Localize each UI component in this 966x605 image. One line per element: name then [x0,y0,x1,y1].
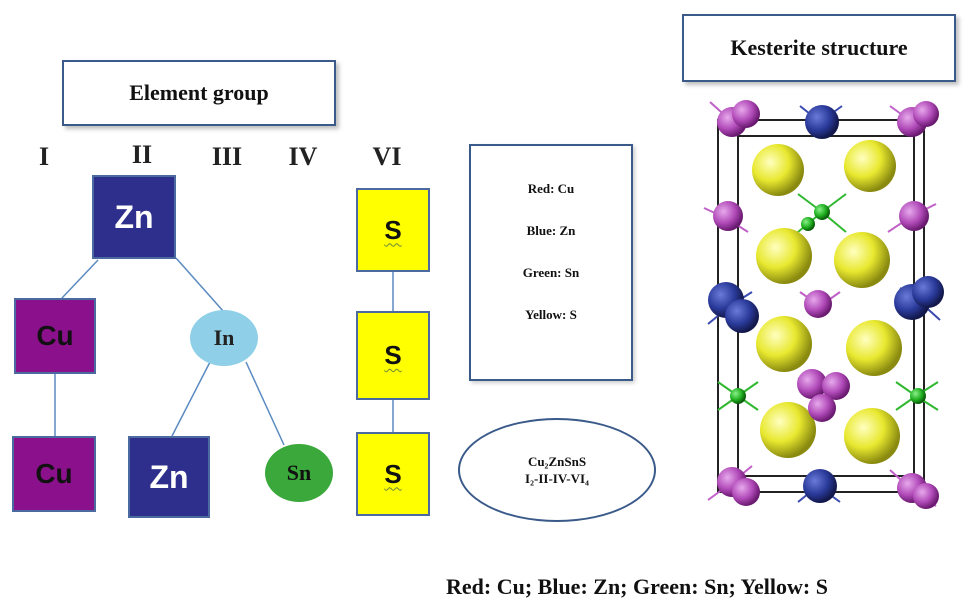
node-zn-bottom: Zn [128,436,210,518]
group-label-iv: IV [288,142,318,171]
group-label-iii: III [211,142,243,171]
formula-type: I₂-II-IV-VI₄ [525,471,589,486]
node-in: In [190,310,258,366]
group-label-ii: II [131,140,153,169]
node-cu-bottom: Cu [12,436,96,512]
legend-line-green: Green: Sn [522,265,580,280]
color-legend-box: Red: Cu Blue: Zn Green: Sn Yellow: S [469,144,633,381]
group-label-i: I [38,142,50,171]
legend-line-blue: Blue: Zn [526,223,576,238]
element-group-title-text: Element group [129,80,269,105]
legend-line-yellow: Yellow: S [525,307,577,322]
element-group-title: Element group [62,60,336,126]
node-in-label: In [213,325,235,350]
kesterite-structure-illustration [703,100,944,509]
legend-line-red: Red: Cu [527,181,575,196]
node-cu-mid-label: Cu [36,320,74,351]
kesterite-title-text: Kesterite structure [730,35,908,60]
node-s-top-label: S [384,214,402,245]
node-s-mid-label: S [384,340,402,370]
node-cu-mid: Cu [14,298,96,374]
node-sn-label: Sn [286,460,312,485]
node-s-bottom-label: S [384,458,402,489]
node-zn-top: Zn [92,175,176,259]
formula-ellipse: Cu₂ZnSnS I₂-II-IV-VI₄ [458,418,656,522]
node-zn-top-label: Zn [114,198,154,235]
node-zn-bottom-label: Zn [149,458,189,495]
node-s-bottom: S [356,432,430,516]
node-cu-bottom-label: Cu [35,458,73,489]
node-s-top: S [356,188,430,272]
group-label-vi: VI [372,142,402,171]
node-s-mid: S [356,311,430,400]
footer-color-legend: Red: Cu; Blue: Zn; Green: Sn; Yellow: S [446,574,828,599]
node-sn: Sn [265,444,333,502]
formula-compound: Cu₂ZnSnS [527,454,587,469]
kesterite-title: Kesterite structure [682,14,956,82]
